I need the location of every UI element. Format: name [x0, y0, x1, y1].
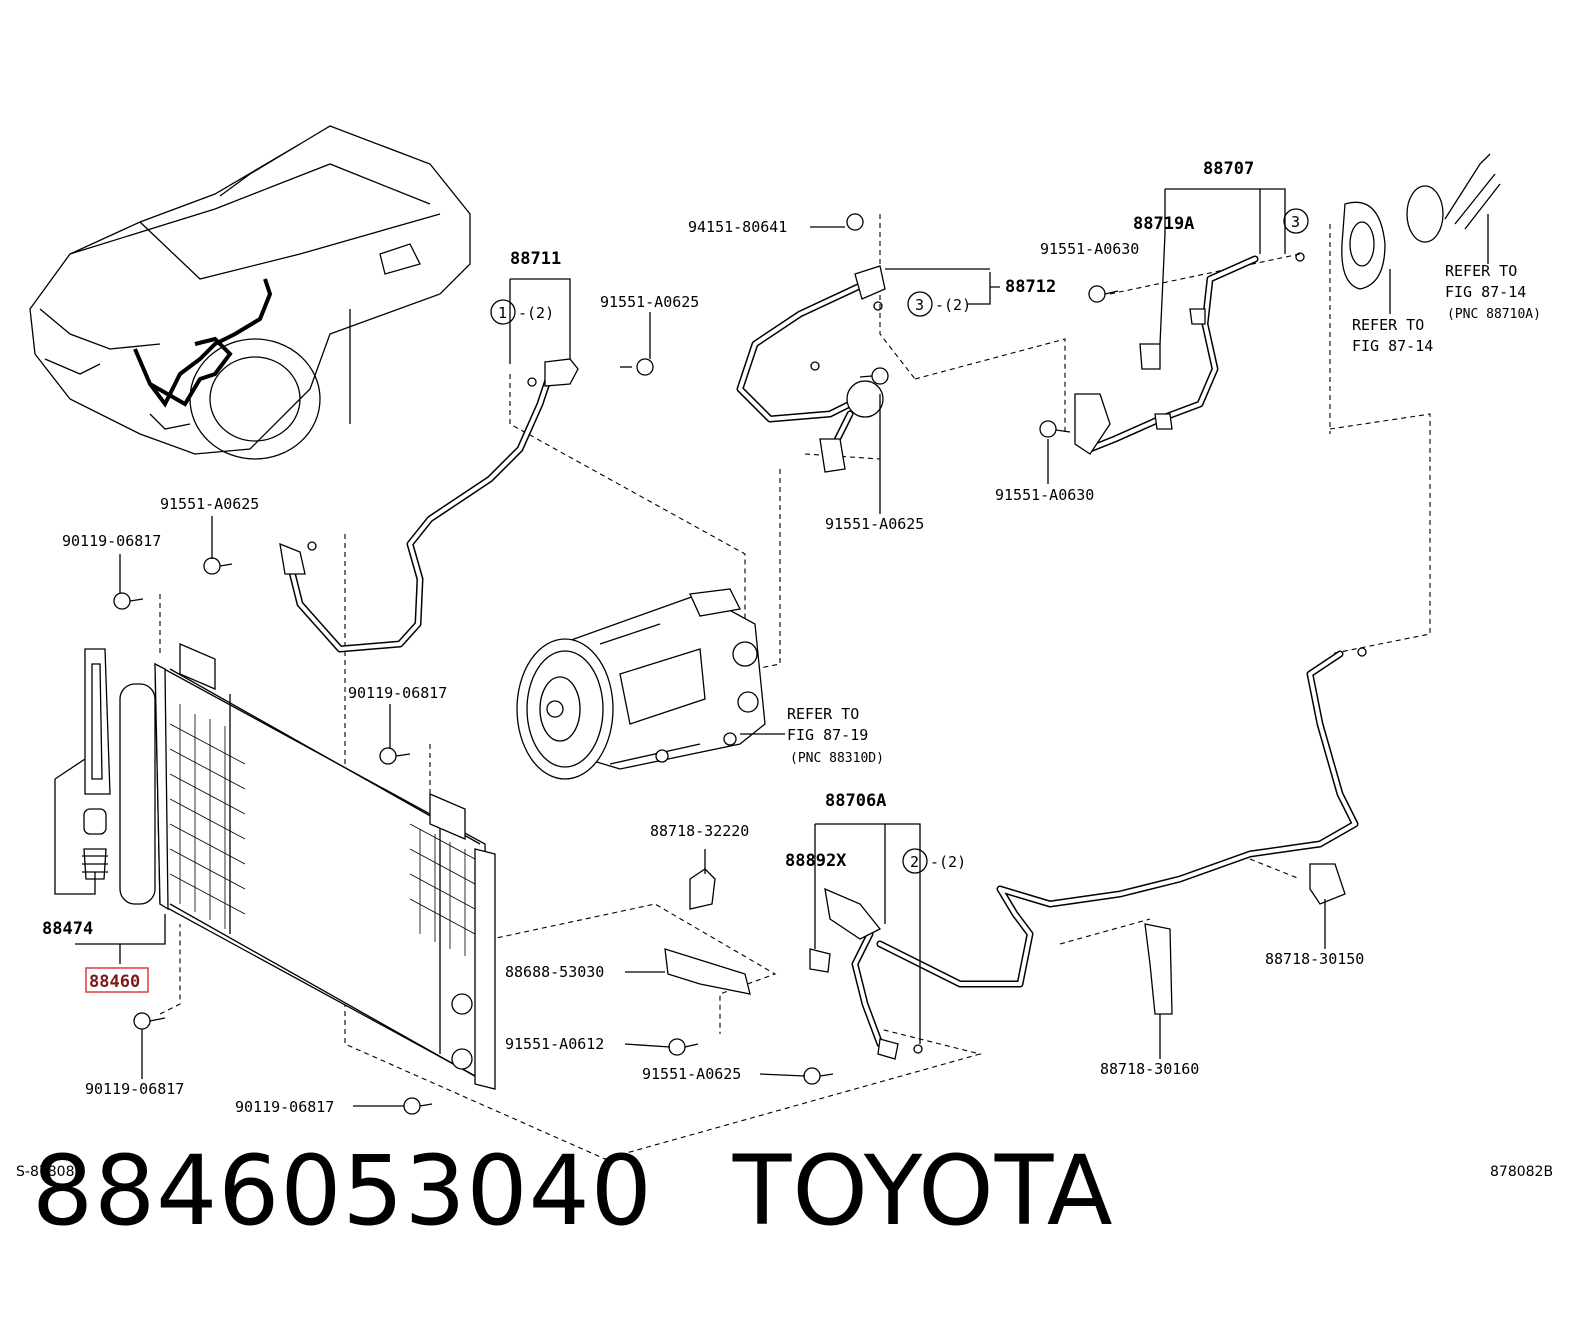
label-88706A: 88706A	[825, 791, 886, 811]
callout-2-number: 2	[910, 853, 919, 871]
callout-1-number: 1	[498, 304, 507, 322]
label-90119-06817-c: 90119-06817	[85, 1080, 184, 1098]
label-leaders	[54, 188, 1489, 1107]
refer-1-line-3: (PNC 88710A)	[1447, 307, 1541, 322]
label-88718-30150: 88718-30150	[1265, 950, 1364, 968]
figure-code-left: S-878082	[16, 1164, 83, 1180]
callout-3a: 3	[1283, 208, 1309, 234]
figure-code-right: 878082B	[1490, 1164, 1553, 1180]
callout-1: 1 -(2)	[490, 299, 554, 325]
label-88711: 88711	[510, 249, 561, 269]
vehicle-illustration	[29, 125, 471, 460]
callout-3b-qty: -(2)	[935, 296, 971, 314]
bolts	[113, 213, 1367, 1115]
label-91551-A0625-top: 91551-A0625	[600, 293, 699, 311]
label-91551-A0630-bottom: 91551-A0630	[995, 486, 1094, 504]
refer-2-line-2: FIG 87-14	[1352, 337, 1433, 355]
receiver-parts	[82, 648, 156, 905]
label-88718-30160: 88718-30160	[1100, 1060, 1199, 1078]
refer-1-line-1: REFER TO	[1445, 262, 1517, 280]
label-90119-06817-b: 90119-06817	[348, 684, 447, 702]
refer-3-line-3: (PNC 88310D)	[790, 751, 884, 766]
label-91551-A0625-left: 91551-A0625	[160, 495, 259, 513]
label-88474: 88474	[42, 919, 93, 939]
callout-3a-number: 3	[1291, 213, 1300, 231]
fittings	[279, 185, 1444, 1060]
brand-name: TOYOTA	[732, 1135, 1114, 1247]
label-88719A: 88719A	[1133, 214, 1194, 234]
callout-2-qty: -(2)	[930, 853, 966, 871]
part-number: 8846053040	[32, 1135, 653, 1247]
label-88718-32220: 88718-32220	[650, 822, 749, 840]
label-90119-06817-d: 90119-06817	[235, 1098, 334, 1116]
part-title: 8846053040 TOYOTA	[32, 1135, 1114, 1247]
compressor	[516, 588, 766, 780]
label-91551-A0612: 91551-A0612	[505, 1035, 604, 1053]
part-labels: 88707 88711 88712 88719A 94151-80641 915…	[42, 159, 1364, 1116]
refer-notes: REFER TO FIG 87-14 (PNC 88710A) REFER TO…	[787, 262, 1541, 766]
label-88712: 88712	[1005, 277, 1056, 297]
label-91551-A0625-bottom: 91551-A0625	[642, 1065, 741, 1083]
label-88460[interactable]: 88460	[89, 972, 140, 992]
label-88688-53030: 88688-53030	[505, 963, 604, 981]
label-88707: 88707	[1203, 159, 1254, 179]
label-88892X: 88892X	[785, 851, 847, 871]
condenser	[154, 643, 496, 1090]
label-91551-A0625-mid: 91551-A0625	[825, 515, 924, 533]
refer-3-line-1: REFER TO	[787, 705, 859, 723]
refrigerant-pipes	[286, 153, 1501, 1048]
label-90119-06817-a: 90119-06817	[62, 532, 161, 550]
callout-3b: 3 -(2)	[907, 291, 971, 317]
refer-2-line-1: REFER TO	[1352, 316, 1424, 334]
label-91551-A0630-top: 91551-A0630	[1040, 240, 1139, 258]
callout-1-qty: -(2)	[518, 304, 554, 322]
refer-3-line-2: FIG 87-19	[787, 726, 868, 744]
highlight-box-88460	[85, 967, 149, 993]
refer-1-line-2: FIG 87-14	[1445, 283, 1526, 301]
callout-3b-number: 3	[915, 296, 924, 314]
label-94151-80641: 94151-80641	[688, 218, 787, 236]
callout-2: 2 -(2)	[902, 848, 966, 874]
